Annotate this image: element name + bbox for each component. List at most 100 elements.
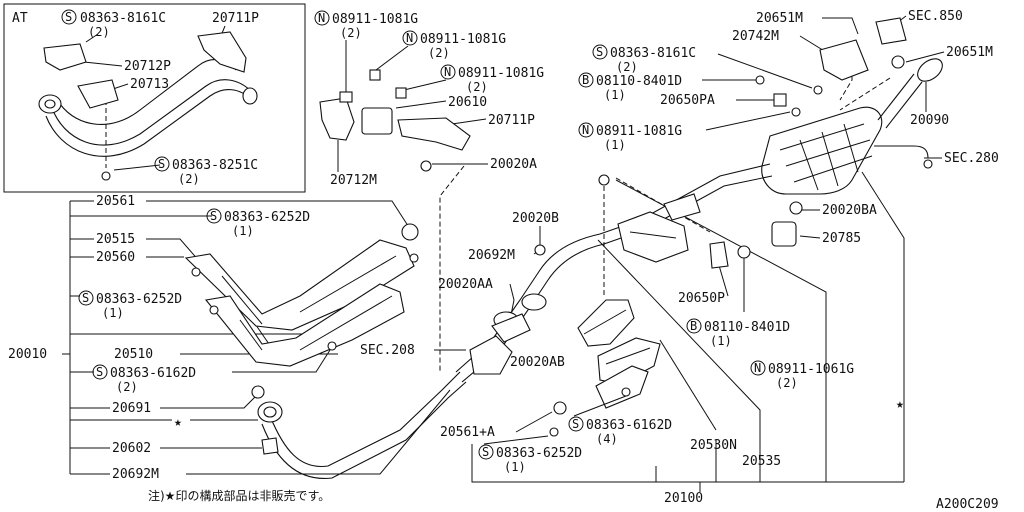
leader — [573, 395, 627, 417]
part-20692m[interactable]: 20692M — [112, 467, 159, 482]
part-20010[interactable]: 20010 — [8, 347, 47, 362]
svg-text:B: B — [690, 319, 697, 333]
svg-text:S: S — [572, 417, 579, 431]
part-08363-8161c[interactable]: 08363-8161C — [610, 46, 696, 61]
part-20090[interactable]: 20090 — [910, 113, 949, 128]
leader — [483, 435, 549, 445]
leader — [615, 177, 711, 233]
part-20651m[interactable]: 20651M — [946, 45, 993, 60]
part-20785[interactable]: 20785 — [822, 231, 861, 246]
at-inset: AT S 08363-8161C (2) 20711P 20712P 20713… — [3, 3, 306, 193]
part-20651m[interactable]: 20651M — [756, 11, 803, 26]
part-08363-8251c[interactable]: 08363-8251C — [172, 158, 258, 173]
part-08911-1081g[interactable]: 08911-1081G — [420, 32, 506, 47]
qty: (1) — [604, 88, 626, 102]
symbol-n: N — [440, 64, 456, 80]
part-20711p[interactable]: 20711P — [488, 113, 535, 128]
part-20650pa[interactable]: 20650PA — [660, 93, 715, 108]
part-20020ab[interactable]: 20020AB — [510, 355, 565, 370]
symbol-n: N — [578, 122, 594, 138]
inset-frame — [3, 3, 306, 193]
bolt — [549, 427, 559, 437]
part-08911-1081g[interactable]: 08911-1081G — [332, 12, 418, 27]
leader — [839, 60, 853, 101]
leader — [375, 45, 409, 71]
part-20610[interactable]: 20610 — [448, 95, 487, 110]
part-20561a[interactable]: 20561+A — [440, 425, 495, 440]
part-20530n[interactable]: 20530N — [690, 438, 737, 453]
part-20020a[interactable]: 20020A — [490, 157, 537, 172]
part-08110-8401d[interactable]: 08110-8401D — [704, 320, 790, 335]
part-08363-6162d[interactable]: 08363-6162D — [110, 366, 196, 381]
part-20711p[interactable]: 20711P — [212, 11, 259, 26]
qty: (2) — [88, 25, 110, 39]
symbol-n: N — [314, 10, 330, 26]
clamp-20561a — [553, 401, 567, 415]
svg-text:S: S — [596, 45, 603, 59]
part-20691[interactable]: 20691 — [112, 401, 151, 416]
qty: (2) — [178, 172, 200, 186]
qty: (2) — [340, 26, 362, 40]
part-20712p[interactable]: 20712P — [124, 59, 171, 74]
qty: (1) — [604, 138, 626, 152]
part-20100[interactable]: 20100 — [664, 491, 703, 506]
qty: (2) — [466, 80, 488, 94]
qty: (2) — [776, 376, 798, 390]
svg-text:S: S — [482, 445, 489, 459]
part-08363-8161c[interactable]: 08363-8161C — [80, 11, 166, 26]
heat-shield-set — [577, 299, 661, 409]
part-08911-1061g[interactable]: 08911-1061G — [768, 362, 854, 377]
part-20602[interactable]: 20602 — [112, 441, 151, 456]
leader — [515, 411, 553, 433]
qty: (2) — [116, 380, 138, 394]
sec-280[interactable]: SEC.280 — [944, 151, 999, 166]
qty: (1) — [102, 306, 124, 320]
part-08110-8401d[interactable]: 08110-8401D — [596, 74, 682, 89]
svg-text:N: N — [318, 11, 325, 25]
leader — [85, 33, 99, 43]
leader — [705, 111, 791, 131]
part-20713[interactable]: 20713 — [130, 77, 169, 92]
leader — [186, 389, 451, 475]
part-08911-1081g[interactable]: 08911-1081G — [458, 66, 544, 81]
inset-front-pipe — [38, 31, 258, 181]
part-20712m[interactable]: 20712M — [330, 173, 377, 188]
part-08911-1081g[interactable]: 08911-1081G — [596, 124, 682, 139]
leader — [717, 261, 729, 297]
part-20535[interactable]: 20535 — [742, 454, 781, 469]
part-20515[interactable]: 20515 — [96, 232, 135, 247]
svg-text:S: S — [65, 10, 72, 24]
svg-text:N: N — [406, 31, 413, 45]
sec-850[interactable]: SEC.850 — [908, 9, 963, 24]
top-right-group: 20651M SEC.850 20742M S 08363-8161C (2) … — [578, 9, 999, 247]
part-20020aa[interactable]: 20020AA — [438, 277, 493, 292]
part-08363-6252d[interactable]: 08363-6252D — [496, 446, 582, 461]
leader — [83, 61, 123, 67]
part-20561[interactable]: 20561 — [96, 194, 135, 209]
part-20560[interactable]: 20560 — [96, 250, 135, 265]
svg-text:S: S — [158, 157, 165, 171]
part-08363-6252d[interactable]: 08363-6252D — [96, 292, 182, 307]
svg-text:N: N — [444, 65, 451, 79]
symbol-b: B — [578, 72, 594, 88]
part-20510[interactable]: 20510 — [114, 347, 153, 362]
part-08363-6162d[interactable]: 08363-6162D — [586, 418, 672, 433]
symbol-s: S — [478, 444, 494, 460]
svg-text:B: B — [582, 73, 589, 87]
part-20020b[interactable]: 20020B — [512, 211, 559, 226]
leader — [395, 100, 447, 109]
symbol-s: S — [154, 156, 170, 172]
svg-text:S: S — [82, 291, 89, 305]
svg-text:S: S — [96, 365, 103, 379]
part-20742m[interactable]: 20742M — [732, 29, 779, 44]
leader — [146, 238, 201, 263]
part-20020ba[interactable]: 20020BA — [822, 203, 877, 218]
svg-text:N: N — [754, 361, 761, 375]
part-20650p[interactable]: 20650P — [678, 291, 725, 306]
sec-208[interactable]: SEC.208 — [360, 343, 415, 358]
part-08363-6252d[interactable]: 08363-6252D — [224, 210, 310, 225]
bottom-group: 20561+A S 08363-6162D (4) S 08363-6252D … — [148, 339, 999, 512]
svg-text:S: S — [210, 209, 217, 223]
part-20692m[interactable]: 20692M — [468, 248, 515, 263]
